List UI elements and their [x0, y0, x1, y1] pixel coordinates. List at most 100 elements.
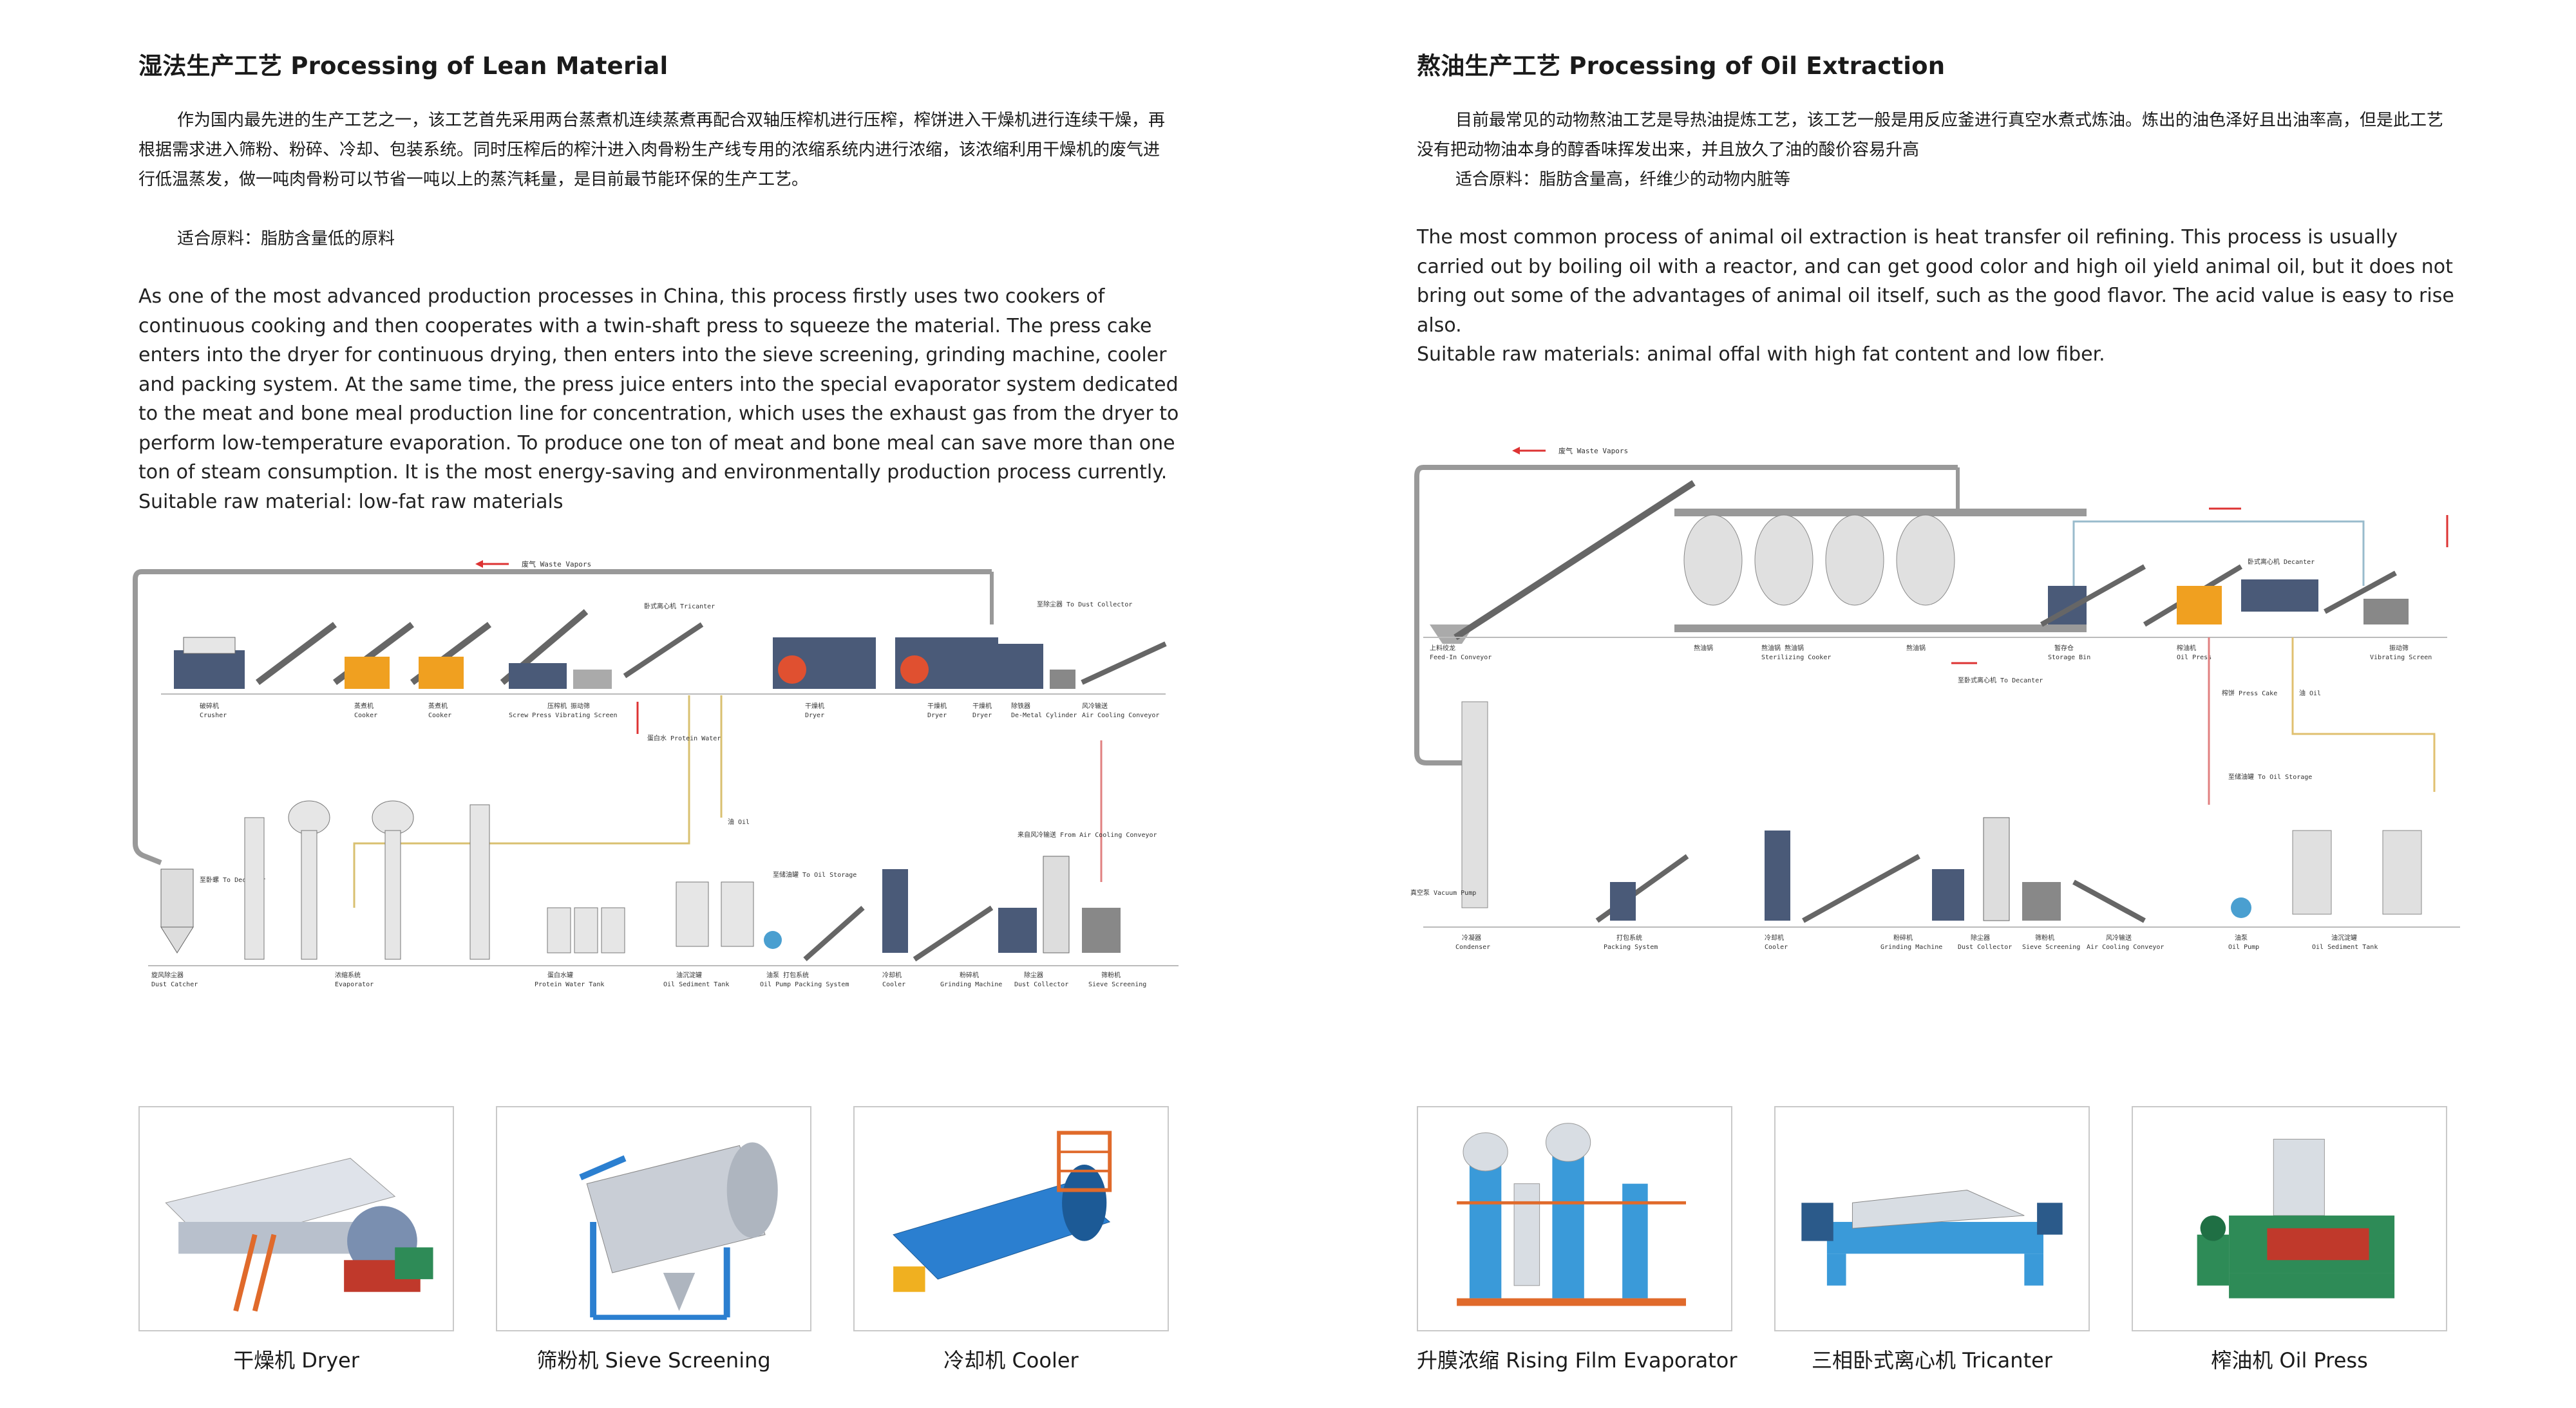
left-bottom-labels: 旋风除尘器 Dust Catcher 浓缩系统 Evaporator 蛋白水罐 …: [151, 971, 1146, 988]
svg-text:熬油锅 熬油锅: 熬油锅 熬油锅: [1761, 644, 1804, 652]
caption-sieve: 筛粉机 Sieve Screening: [536, 1348, 771, 1373]
svg-text:压榨机 振动筛: 压榨机 振动筛: [547, 702, 590, 710]
left-en-paragraph: As one of the most advanced production p…: [138, 285, 1179, 513]
svg-text:Dryer: Dryer: [805, 712, 824, 719]
crusher-machine-icon: [174, 650, 245, 689]
right-press-cake-label: 榨饼 Press Cake: [2222, 689, 2277, 697]
photo-card-tricanter: [1774, 1106, 2090, 1331]
svg-text:Dust Collector: Dust Collector: [1958, 944, 2012, 951]
svg-text:Dryer: Dryer: [927, 712, 947, 719]
cooker-1-icon: [345, 657, 390, 689]
oil-pump-icon-right: [2231, 897, 2251, 918]
right-cn-paragraph: 目前最常见的动物熬油工艺是导热油提炼工艺，该工艺一般是用反应釜进行真空水煮式炼油…: [1417, 111, 2444, 160]
sieve-machine-icon: [579, 1142, 778, 1320]
evaporator-machine-icon: [1457, 1123, 1686, 1306]
left-protein-water-label: 蛋白水 Protein Water: [647, 734, 721, 742]
sieve-screening-icon-right: [2022, 882, 2061, 921]
svg-text:风冷输送: 风冷输送: [2106, 934, 2132, 942]
svg-text:Grinding Machine: Grinding Machine: [1880, 944, 1942, 951]
dust-collector-icon: [1043, 856, 1070, 953]
oil-sediment-tank-1-icon-right: [2292, 830, 2332, 915]
svg-text:冷却机: 冷却机: [882, 971, 902, 979]
svg-text:熬油锅: 熬油锅: [1906, 644, 1926, 652]
svg-text:油沉淀罐: 油沉淀罐: [2331, 934, 2357, 942]
svg-text:上料绞龙: 上料绞龙: [1430, 644, 1455, 652]
svg-text:Air Cooling Conveyor: Air Cooling Conveyor: [1082, 712, 1159, 719]
svg-text:Sieve Screening: Sieve Screening: [2022, 944, 2080, 951]
svg-text:Oil Press: Oil Press: [2177, 654, 2211, 661]
svg-text:Crusher: Crusher: [200, 712, 227, 719]
cooker-2-icon: [419, 657, 464, 689]
svg-text:干燥机: 干燥机: [927, 702, 947, 710]
photo-card-oil-press: [2132, 1106, 2447, 1331]
right-mid-labels: 上料绞龙 Feed-In Conveyor 熬油锅 熬油锅 熬油锅 Steril…: [1430, 644, 2432, 661]
svg-text:风冷输送: 风冷输送: [1082, 702, 1108, 710]
dust-catcher-icon: [160, 868, 194, 928]
right-en-raw-material: Suitable raw materials: animal offal wit…: [1417, 343, 2105, 366]
svg-text:Vibrating Screen: Vibrating Screen: [2370, 654, 2432, 661]
svg-text:旋风除尘器: 旋风除尘器: [151, 971, 184, 979]
grinding-machine-icon-right: [1932, 869, 1964, 921]
cooler-icon-right: [1765, 831, 1790, 921]
caption-tricanter: 三相卧式离心机 Tricanter: [1812, 1348, 2052, 1373]
svg-text:Oil Pump Packing System: Oil Pump Packing System: [760, 981, 849, 988]
photo-card-evaporator: [1417, 1106, 1732, 1331]
svg-text:Cooler: Cooler: [1765, 944, 1788, 951]
screw-press-icon: [509, 663, 567, 689]
oil-sediment-tank-2-icon: [721, 881, 754, 947]
grinding-machine-icon: [998, 908, 1037, 953]
right-decanter-label: 卧式离心机 Decanter: [2248, 558, 2315, 566]
evaporator-icon: [244, 800, 490, 960]
oil-press-machine-icon: [2197, 1138, 2395, 1299]
oil-press-icon: [2177, 586, 2222, 624]
left-process-diagram-svg: 废气 Waste Vapors 卧式离心机 Tricanter 至除尘器 To …: [133, 559, 1179, 988]
photo-card-cooler: [853, 1106, 1169, 1331]
left-to-oil-storage-label: 至储油罐 To Oil Storage: [773, 870, 857, 879]
left-waste-vapors-label: 废气 Waste Vapors: [522, 559, 591, 568]
right-to-oil-storage-label: 至储油罐 To Oil Storage: [2228, 773, 2312, 781]
left-en-raw-material: Suitable raw material: low-fat raw mater…: [138, 490, 564, 513]
svg-text:Dust Catcher: Dust Catcher: [151, 981, 198, 988]
svg-text:除尘器: 除尘器: [1971, 934, 1990, 942]
dust-collector-icon-right: [1983, 817, 2010, 921]
svg-text:Oil Pump: Oil Pump: [2228, 944, 2259, 951]
left-top-labels: 破碎机 Crusher 蒸煮机 Cooker 蒸煮机 Cooker 压榨机 振动…: [200, 702, 1159, 719]
svg-text:Screw Press Vibrating Screen: Screw Press Vibrating Screen: [509, 712, 618, 719]
sieve-screening-icon: [1082, 908, 1121, 953]
dryer-3-icon: [998, 644, 1043, 689]
left-section-title: 湿法生产工艺 Processing of Lean Material: [138, 52, 668, 80]
cooler-icon: [882, 869, 908, 953]
svg-text:暂存仓: 暂存仓: [2054, 644, 2074, 652]
svg-text:油泵: 油泵: [2235, 934, 2248, 942]
packing-system-icon: [1610, 882, 1636, 921]
svg-text:浓缩系统: 浓缩系统: [335, 971, 361, 979]
svg-text:蒸煮机: 蒸煮机: [428, 702, 448, 710]
svg-text:Evaporator: Evaporator: [335, 981, 374, 988]
svg-text:蒸煮机: 蒸煮机: [354, 702, 374, 710]
svg-text:Oil Sediment Tank: Oil Sediment Tank: [663, 981, 729, 988]
svg-text:粉碎机: 粉碎机: [1893, 934, 1913, 942]
right-process-diagram-svg: 废气 Waste Vapors 卧式离心机 Decanter: [1410, 446, 2460, 951]
left-from-air-cooling-label: 来自风冷输送 From Air Cooling Conveyor: [1018, 831, 1157, 839]
svg-text:Grinding Machine: Grinding Machine: [940, 981, 1002, 988]
cooler-machine-icon: [893, 1131, 1112, 1292]
svg-text:Condenser: Condenser: [1455, 944, 1490, 951]
right-bottom-labels: 冷凝器 Condenser 打包系统 Packing System 冷却机 Co…: [1455, 934, 2378, 951]
svg-text:干燥机: 干燥机: [972, 702, 992, 710]
svg-text:振动筛: 振动筛: [2389, 644, 2409, 652]
svg-text:Sterilizing Cooker: Sterilizing Cooker: [1761, 654, 1831, 661]
photo-card-dryer: [138, 1106, 454, 1331]
right-process-diagram: 废气 Waste Vapors 卧式离心机 Decanter: [1404, 431, 2499, 985]
right-oil-label: 油 Oil: [2299, 689, 2321, 697]
svg-text:Packing System: Packing System: [1604, 944, 1658, 951]
left-to-dust-collector-label: 至除尘器 To Dust Collector: [1037, 600, 1132, 608]
svg-text:榨油机: 榨油机: [2177, 644, 2196, 652]
svg-text:熬油锅: 熬油锅: [1694, 644, 1713, 652]
svg-text:筛粉机: 筛粉机: [1101, 971, 1121, 979]
tricanter-machine-icon: [1801, 1190, 2063, 1286]
svg-text:筛粉机: 筛粉机: [2035, 934, 2054, 942]
right-waste-vapors-label: 废气 Waste Vapors: [1558, 446, 1628, 455]
svg-text:破碎机: 破碎机: [200, 702, 219, 710]
right-to-decanter-label: 至卧式离心机 To Decanter: [1958, 676, 2043, 684]
svg-text:粉碎机: 粉碎机: [960, 971, 979, 979]
